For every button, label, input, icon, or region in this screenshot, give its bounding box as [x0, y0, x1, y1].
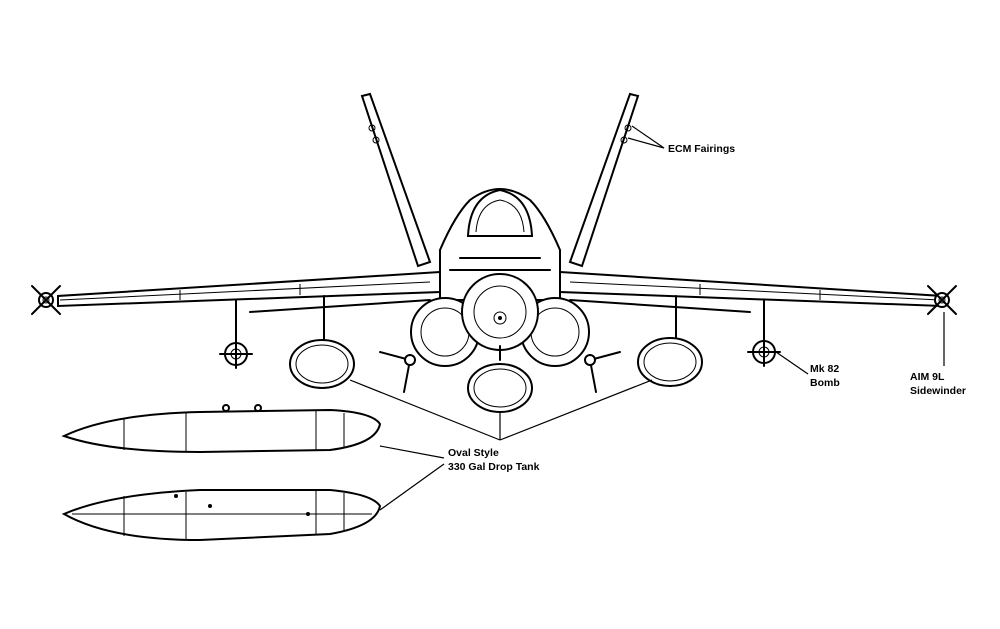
label-ecm-fairings: ECM Fairings — [668, 143, 735, 155]
label-aim9l-line2: Sidewinder — [910, 385, 966, 397]
right-wing — [559, 270, 943, 313]
mk82-bomb-left — [219, 339, 253, 369]
left-vertical-tail — [360, 92, 432, 268]
drop-tank-right-front — [637, 337, 703, 387]
drop-tank-left-front — [289, 339, 355, 389]
drop-tank-center-front — [467, 363, 533, 413]
drop-tank-side-lower — [61, 489, 382, 542]
leader-lines — [349, 125, 945, 511]
sidewinder-right — [927, 285, 957, 315]
ventral-fins — [379, 351, 621, 393]
right-vertical-tail — [568, 92, 640, 268]
label-drop-tank-line2: 330 Gal Drop Tank — [448, 461, 540, 473]
label-mk82-line1: Mk 82 — [810, 363, 839, 375]
mk82-bomb-right — [747, 337, 781, 367]
fuselage — [410, 188, 590, 367]
label-drop-tank-line1: Oval Style — [448, 447, 499, 459]
left-wing — [57, 270, 441, 313]
drop-tank-side-upper — [61, 404, 382, 454]
label-aim9l-line1: AIM 9L — [910, 371, 945, 383]
sidewinder-left — [31, 285, 61, 315]
label-mk82-line2: Bomb — [810, 377, 840, 389]
pylons — [235, 295, 765, 361]
